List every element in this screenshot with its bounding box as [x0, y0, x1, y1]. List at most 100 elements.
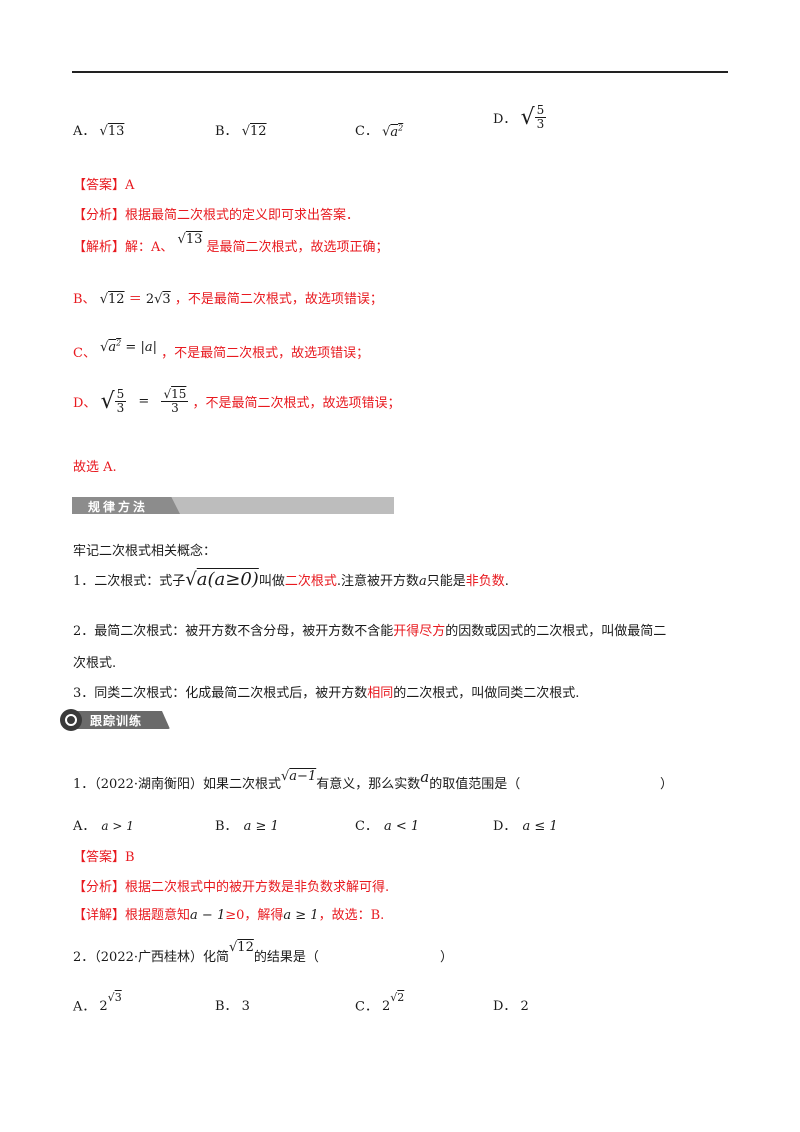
rule-text: 的二次根式，叫做同类二次根式.	[393, 686, 580, 701]
rules-intro: 牢记二次根式相关概念：	[73, 544, 217, 559]
radicand: 12	[237, 940, 254, 955]
highlight: 开得尽方	[393, 624, 446, 639]
option-value: a < 1	[383, 819, 420, 834]
radicand: 13	[107, 124, 125, 139]
rule-2: 2．最简二次根式：被开方数不含分母，被开方数不含能开得尽方的因数或因式的二次根式…	[73, 620, 666, 639]
question-2-stem: 2．（2022·广西桂林）化简√12的结果是（	[73, 940, 319, 965]
stem-text: 1．（2022·湖南衡阳）如果二次根式	[73, 777, 281, 792]
denominator: 3	[171, 401, 179, 416]
sqrt-a-squared: √a2 = |a|	[100, 338, 157, 355]
banner-title: 跟踪训练	[90, 714, 143, 728]
solution-line-c: C、 √a2 = |a| ，不是最简二次根式，故选项错误；	[73, 338, 370, 361]
highlight: 二次根式	[284, 574, 337, 589]
target-icon	[60, 709, 82, 731]
q1-answer: 【答案】B	[73, 846, 135, 865]
answer-tag: 【答案】	[73, 850, 126, 865]
rule-text: 1．二次根式：式子	[73, 574, 186, 589]
stem-text: 的结果是（	[253, 950, 319, 965]
radicand: 13	[185, 232, 203, 247]
q1-analysis: 【分析】根据二次根式中的被开方数是非负数求解可得.	[73, 876, 389, 895]
rule-text: 3．同类二次根式：化成最简二次根式后，被开方数	[73, 686, 368, 701]
option-label: A．	[73, 819, 96, 834]
solution-line-b: B、 √12 ＝ 2√3 ，不是最简二次根式，故选项错误；	[73, 288, 383, 307]
line-text: ，不是最简二次根式，故选项错误；	[161, 346, 370, 361]
detail-text: ，故选：B.	[318, 908, 385, 923]
equals: =	[125, 340, 137, 355]
option-value: a > 1	[101, 819, 134, 833]
rule-1: 1．二次根式：式子√a(a≥0)叫做二次根式.注意被开方数a只能是非负数.	[73, 569, 509, 590]
exponent: 2	[116, 338, 122, 348]
section-banner-rules: 规律方法	[72, 497, 394, 514]
radicand: 12	[108, 292, 125, 307]
option-label: C．	[355, 124, 378, 139]
line-lead: B、	[73, 292, 96, 307]
sqrt-13: √13	[177, 232, 203, 247]
option-label: A．	[73, 999, 96, 1015]
answer-tag: 【答案】	[73, 178, 126, 193]
rule-2-cont: 次根式.	[73, 656, 117, 671]
option-value: a ≥ 1	[243, 819, 279, 834]
detail-text: 根据题意知	[125, 908, 191, 923]
line-lead: C、	[73, 346, 96, 361]
answer-value: B	[125, 850, 135, 865]
answer-paren-close: ）	[440, 950, 454, 965]
sqrt-12: √12	[99, 292, 125, 307]
numerator: 5	[114, 387, 127, 403]
sqrt-fraction: √	[520, 105, 535, 131]
rule-3: 3．同类二次根式：化成最简二次根式后，被开方数相同的二次根式，叫做同类二次根式.	[73, 682, 579, 701]
radicand: a−1	[289, 769, 317, 784]
option-label: B．	[215, 999, 238, 1014]
option-label: D．	[493, 819, 517, 834]
numerator: 15	[171, 387, 187, 401]
q1-option-a: A． a > 1	[73, 815, 134, 834]
radicand: a(a≥0)	[196, 569, 259, 590]
stem-text: 的取值范围是（	[429, 777, 521, 792]
exponent: 2	[398, 123, 404, 133]
answer-line: 【答案】A	[73, 174, 134, 193]
analysis-text: 根据最简二次根式的定义即可求出答案．	[125, 208, 360, 223]
equals: ＝	[128, 292, 142, 307]
option-value: a ≤ 1	[522, 819, 558, 834]
analysis-tag: 【分析】	[73, 880, 126, 895]
option-value: 3	[241, 999, 250, 1014]
solution-lead: 解：A、	[125, 240, 174, 255]
option-label: B．	[215, 819, 238, 834]
q2-option-c: C．2√2	[355, 991, 405, 1015]
option-label: C．	[355, 999, 378, 1015]
header-rule	[72, 71, 728, 73]
analysis-text: 根据二次根式中的被开方数是非负数求解可得.	[125, 880, 390, 895]
solution-text: 是最简二次根式，故选项正确；	[206, 240, 389, 255]
conclusion: 故选 A.	[73, 460, 117, 475]
rule-text: 只能是	[426, 574, 466, 589]
answer-value: A	[125, 178, 135, 193]
radicand: 3	[114, 991, 122, 1004]
variable: a	[420, 768, 430, 786]
q2-option-b: B．3	[215, 995, 250, 1014]
q1-detail: 【详解】根据题意知a − 1≥0，解得a ≥ 1，故选：B.	[73, 904, 384, 923]
highlight: 非负数	[465, 574, 505, 589]
option-label: D．	[493, 112, 517, 128]
denominator: 3	[536, 117, 545, 132]
banner-title: 规律方法	[88, 500, 149, 514]
rule-text: .	[504, 574, 509, 589]
radicand: a	[390, 124, 399, 140]
radicand: 2	[397, 991, 405, 1004]
solution-tag: 【解析】	[73, 240, 126, 255]
expression: a − 1	[190, 908, 226, 923]
sqrt-sign: √	[100, 389, 115, 415]
variable: a	[418, 574, 427, 589]
sqrt-12: √12	[229, 940, 254, 955]
line-text: ，不是最简二次根式，故选项错误；	[174, 292, 383, 307]
rule-text: 2．最简二次根式：被开方数不含分母，被开方数不含能	[73, 624, 394, 639]
equals: =	[138, 394, 150, 410]
radicand: 3	[162, 292, 171, 307]
radicand: 12	[250, 124, 267, 139]
sqrt-a-squared: √a2	[382, 123, 404, 140]
denominator: 3	[116, 401, 125, 416]
option-c: C． √a2	[355, 120, 404, 140]
expression: a ≥ 1	[283, 908, 319, 923]
